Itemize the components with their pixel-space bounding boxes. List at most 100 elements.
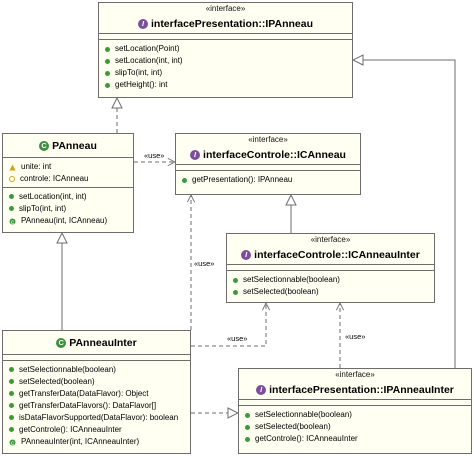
method-label: isDataFlavorSupported(DataFlavor): boole… <box>19 412 179 422</box>
class-header: C PAnneauInter <box>3 331 190 355</box>
class-box-ipanneau[interactable]: «interface» I interfacePresentation::IPA… <box>98 2 353 98</box>
method-row: slipTo(int, int) <box>3 203 133 215</box>
package-field-icon <box>9 175 15 182</box>
class-name: PAnneauInter <box>69 336 137 349</box>
class-title: I interfaceControle::ICAnneauInter <box>241 249 420 262</box>
attributes-compartment <box>3 355 190 361</box>
class-title: C PAnneauInter <box>56 335 137 352</box>
stereotype-label: «interface» <box>310 235 351 244</box>
use-label-3: «use» <box>227 334 247 343</box>
method-label: PAnneauInter(int, ICAnneauInter) <box>21 436 140 446</box>
public-method-icon <box>9 403 14 408</box>
public-method-icon <box>9 206 14 211</box>
methods-compartment: getPresentation(): IPAnneau <box>176 171 360 188</box>
constructor-icon: c <box>9 217 16 226</box>
method-label: getTransferData(DataFlavor): Object <box>19 388 149 398</box>
public-method-icon <box>245 436 250 442</box>
method-row: setLocation(int, int) <box>3 191 133 203</box>
public-method-icon <box>182 177 187 183</box>
use-label-1: «use» <box>144 151 164 160</box>
class-header: C PAnneau <box>3 134 133 158</box>
public-method-icon <box>245 412 250 418</box>
attribute-label: controle: ICAnneau <box>20 173 89 183</box>
attributes-compartment <box>239 400 471 406</box>
class-name: interfacePresentation::IPAnneau <box>150 17 313 30</box>
attributes-compartment <box>176 165 360 171</box>
class-title: I interfaceControle::ICAnneau <box>190 149 346 162</box>
method-label: setSelectionnable(boolean) <box>255 410 352 419</box>
method-label: slipTo(int, int) <box>115 68 163 77</box>
public-method-icon <box>9 427 14 432</box>
class-box-panneauinter[interactable]: C PAnneauInter setSelectionnable(boolean… <box>2 330 191 454</box>
class-icon: C <box>39 141 50 151</box>
method-label: setSelected(boolean) <box>243 287 319 296</box>
class-name: interfaceControle::ICAnneauInter <box>254 248 420 261</box>
attributes-compartment <box>227 265 434 271</box>
method-label: getControle(): ICAnneauInter <box>19 424 122 434</box>
protected-field-icon <box>9 163 16 171</box>
method-row: getControle(): ICAnneauInter <box>239 433 471 445</box>
class-title: C PAnneau <box>39 138 97 155</box>
public-method-icon <box>105 82 110 88</box>
class-name: interfaceControle::ICAnneau <box>203 148 346 161</box>
public-method-icon <box>9 391 14 396</box>
use-label-2: «use» <box>194 259 214 268</box>
class-box-ipanneauinter[interactable]: «interface» I interfacePresentation::IPA… <box>238 368 472 454</box>
method-label: setSelected(boolean) <box>255 422 331 431</box>
use-panneauinter-icanneauinter <box>191 303 266 347</box>
method-label: getTransferDataFlavors(): DataFlavor[] <box>19 400 157 410</box>
svg-text:c: c <box>11 220 14 225</box>
public-method-icon <box>105 46 110 52</box>
method-row: getTransferDataFlavors(): DataFlavor[] <box>3 400 190 412</box>
interface-icon: I <box>190 150 201 160</box>
method-row: setLocation(int, int) <box>99 55 352 67</box>
methods-compartment: setSelectionnable(boolean) setSelected(b… <box>239 406 471 447</box>
public-method-icon <box>233 289 238 295</box>
method-row: setSelectionnable(boolean) <box>239 409 471 421</box>
method-label: setSelected(boolean) <box>19 376 95 386</box>
method-label: setLocation(Point) <box>115 44 180 53</box>
method-row: setSelectionnable(boolean) <box>3 364 190 376</box>
public-method-icon <box>245 424 250 430</box>
class-header: «interface» I interfacePresentation::IPA… <box>239 369 471 400</box>
class-box-icanneau[interactable]: «interface» I interfaceControle::ICAnnea… <box>175 133 361 195</box>
method-row: getControle(): ICAnneauInter <box>3 424 190 436</box>
class-title: I interfacePresentation::IPAnneauInter <box>256 384 454 397</box>
method-label: setLocation(int, int) <box>19 191 87 201</box>
class-box-panneau[interactable]: C PAnneau unite: int controle: ICAnneau … <box>2 133 134 233</box>
generalization-ipanneauinter-ipanneau <box>353 60 456 368</box>
attribute-label: unite: int <box>21 161 52 171</box>
interface-icon: I <box>241 250 252 260</box>
public-method-icon <box>9 379 14 384</box>
class-box-icanneauinter[interactable]: «interface» I interfaceControle::ICAnnea… <box>226 233 435 303</box>
method-row: c PAnneau(int, ICAnneau) <box>3 215 133 227</box>
methods-compartment: setLocation(Point) setLocation(int, int)… <box>99 40 352 93</box>
public-method-icon <box>105 58 110 64</box>
class-header: «interface» I interfaceControle::ICAnnea… <box>227 234 434 265</box>
method-row: setSelected(boolean) <box>3 376 190 388</box>
method-label: setLocation(int, int) <box>115 56 183 65</box>
method-row: getPresentation(): IPAnneau <box>176 174 360 186</box>
class-icon: C <box>56 338 67 348</box>
method-label: getControle(): ICAnneauInter <box>255 434 358 443</box>
constructor-icon: c <box>9 438 16 447</box>
use-label-4: «use» <box>345 332 365 341</box>
stereotype-label: «interface» <box>205 4 246 13</box>
svg-text:c: c <box>11 441 14 446</box>
method-label: setSelectionnable(boolean) <box>19 364 116 374</box>
attributes-compartment <box>99 34 352 40</box>
stereotype-label: «interface» <box>335 370 375 379</box>
method-row: slipTo(int, int) <box>99 67 352 79</box>
method-row: isDataFlavorSupported(DataFlavor): boole… <box>3 412 190 424</box>
attribute-row: unite: int <box>3 161 133 173</box>
method-label: PAnneau(int, ICAnneau) <box>21 215 108 225</box>
public-method-icon <box>9 194 14 199</box>
attributes-compartment: unite: int controle: ICAnneau <box>3 158 133 188</box>
method-row: getHeight(): int <box>99 79 352 91</box>
methods-compartment: setSelectionnable(boolean) setSelected(b… <box>227 271 434 300</box>
attribute-row: controle: ICAnneau <box>3 173 133 185</box>
method-row: setSelected(boolean) <box>239 421 471 433</box>
class-header: «interface» I interfaceControle::ICAnnea… <box>176 134 360 165</box>
method-row: getTransferData(DataFlavor): Object <box>3 388 190 400</box>
method-row: setSelectionnable(boolean) <box>227 274 434 286</box>
